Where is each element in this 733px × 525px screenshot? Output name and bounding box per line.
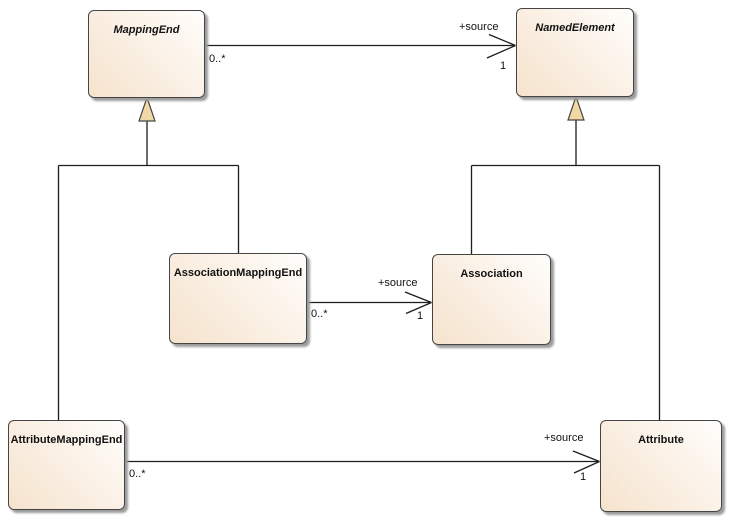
class-name: MappingEnd xyxy=(113,24,180,36)
class-association[interactable]: Association xyxy=(432,254,551,345)
generalization-to-mappingend[interactable] xyxy=(57,95,240,421)
role-label: +source xyxy=(459,21,499,33)
open-arrowhead-icon xyxy=(404,291,432,315)
generalization-triangle-icon xyxy=(567,94,585,121)
class-attribute[interactable]: Attribute xyxy=(600,420,722,512)
generalization-to-namedelement[interactable] xyxy=(470,94,661,421)
class-name: Attribute xyxy=(638,434,684,446)
generalization-triangle-icon xyxy=(138,95,156,122)
role-label: +source xyxy=(378,277,418,289)
class-association-mapping-end[interactable]: AssociationMappingEnd xyxy=(169,253,307,344)
generalization-line[interactable] xyxy=(57,121,240,420)
association-mappingend-namedelement[interactable] xyxy=(205,33,516,59)
target-multiplicity-label: 1 xyxy=(417,310,424,322)
association-associationmappingend-association[interactable] xyxy=(307,291,432,315)
target-multiplicity-label: 1 xyxy=(580,471,587,483)
target-multiplicity-label: 1 xyxy=(500,60,507,72)
class-name: AssociationMappingEnd xyxy=(173,267,303,279)
source-multiplicity-label: 0..* xyxy=(209,53,226,65)
class-name: Association xyxy=(460,268,523,280)
class-mapping-end[interactable]: MappingEnd xyxy=(88,10,205,98)
open-arrowhead-icon xyxy=(486,33,516,59)
class-attribute-mapping-end[interactable]: AttributeMappingEnd xyxy=(8,420,125,510)
class-named-element[interactable]: NamedElement xyxy=(516,8,634,97)
class-name: NamedElement xyxy=(535,22,615,34)
class-name: AttributeMappingEnd xyxy=(10,434,123,446)
open-arrowhead-icon xyxy=(572,450,600,474)
generalization-line[interactable] xyxy=(470,120,661,420)
source-multiplicity-label: 0..* xyxy=(129,468,146,480)
association-attributemappingend-attribute[interactable] xyxy=(125,450,600,474)
role-label: +source xyxy=(544,432,584,444)
source-multiplicity-label: 0..* xyxy=(311,308,328,320)
